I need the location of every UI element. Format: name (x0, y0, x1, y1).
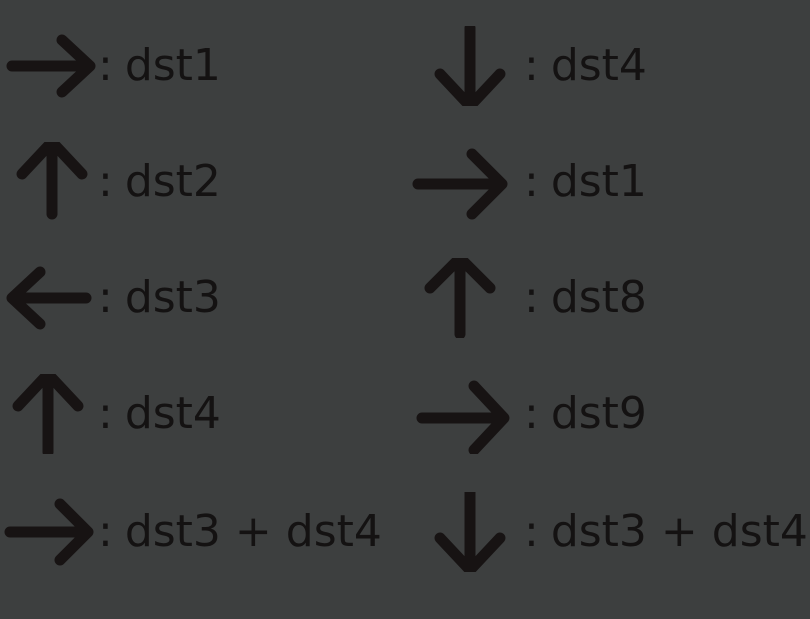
arrow-left-icon (6, 266, 92, 330)
mapping-label: :dst3 + dst4 (524, 506, 808, 557)
arrow-right-icon (416, 380, 510, 454)
mapping-label: :dst8 (524, 272, 647, 323)
arrow-up-icon (12, 374, 84, 454)
arrow-down-icon (434, 26, 506, 106)
arrow-down-icon (434, 492, 506, 572)
mapping-label: :dst2 (98, 156, 221, 207)
mapping-label: :dst3 (98, 272, 221, 323)
mapping-label: :dst4 (98, 388, 221, 439)
arrow-right-icon (412, 148, 508, 220)
arrow-up-icon (16, 142, 88, 220)
mapping-label: :dst9 (524, 388, 647, 439)
mapping-label: :dst1 (98, 40, 221, 91)
arrow-right-icon (4, 498, 94, 566)
mapping-label: :dst4 (524, 40, 647, 91)
arrow-up-icon (424, 258, 496, 338)
mapping-label: :dst1 (524, 156, 647, 207)
mapping-label: :dst3 + dst4 (98, 506, 382, 557)
arrow-right-icon (6, 34, 96, 98)
